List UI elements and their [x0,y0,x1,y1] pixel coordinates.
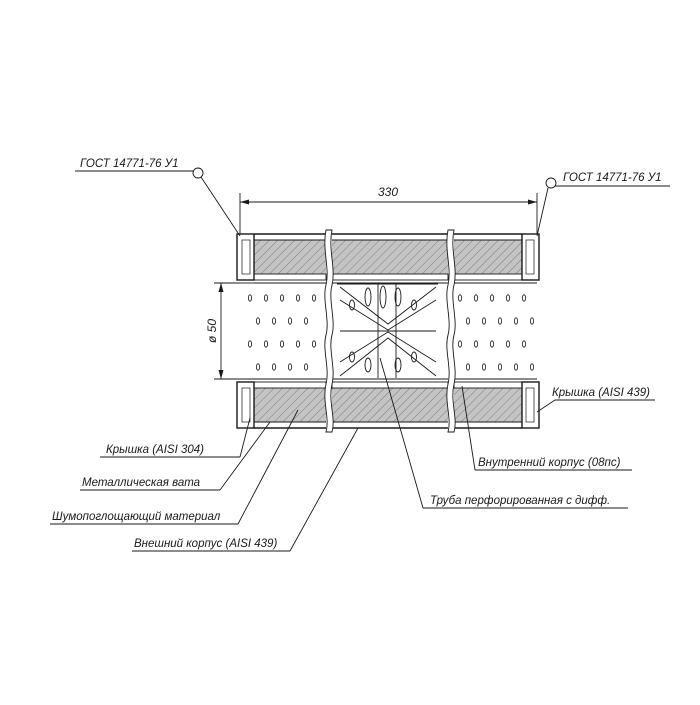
perforation-hole [465,363,470,371]
outer-body-top [240,233,537,284]
perforation-hole [505,340,510,348]
length-dimension-value: 330 [378,185,398,199]
leader-cap-right: Крышка (AISI 439) [536,387,655,413]
outer-body-label: Внешний корпус (AISI 439) [134,538,277,550]
sound-absorbing-label: Шумопоглощающий материал [52,511,221,523]
perforation-hole [514,317,519,325]
leader-sound-absorbing: Шумопоглощающий материал [50,409,299,525]
cap-left [236,233,255,429]
perforation-hole [473,340,478,348]
perforation-hole [279,294,284,302]
leader-outer-body: Внешний корпус (AISI 439) [132,427,359,552]
gost-right-label: ГОСТ 14771-76 У1 [563,172,662,184]
inner-body-label: Внутренний корпус (08пс) [478,457,621,469]
perforation-hole [522,294,527,302]
perforated-pipe [247,294,535,371]
perforation-hole [279,340,284,348]
perforation-hole [514,363,519,371]
leader-gost-left: ГОСТ 14771-76 У1 [75,158,241,237]
cap-left-label: Крышка (AISI 304) [106,444,204,456]
perforation-hole [295,294,300,302]
metal-wool-label: Металлическая вата [82,477,200,489]
perforated-pipe-label: Труба перфорированная с дифф. [430,495,610,507]
perforation-hole [295,340,300,348]
break-lines [324,229,456,433]
perforation-hole [481,317,486,325]
perforation-hole [247,340,252,348]
perforation-hole [303,363,308,371]
perforation-hole [287,363,292,371]
length-dimension: 330 [239,185,538,234]
perforation-hole [497,363,502,371]
gost-left-label: ГОСТ 14771-76 У1 [80,158,179,170]
perforation-hole [303,317,308,325]
perforation-hole [287,317,292,325]
perforation-hole [489,294,494,302]
leader-cap-left: Крышка (AISI 304) [100,417,251,458]
perforation-hole [311,340,316,348]
perforation-hole [271,317,276,325]
perforation-hole [247,294,252,302]
diameter-dimension-value: ø 50 [205,319,219,343]
perforation-hole [530,363,535,371]
perforation-hole [255,363,260,371]
perforation-hole [255,317,260,325]
leader-gost-right: ГОСТ 14771-76 У1 [536,172,670,237]
perforation-hole [473,294,478,302]
diameter-dimension: ø 50 [205,282,240,380]
perforation-hole [530,317,535,325]
leader-metal-wool: Металлическая вата [80,421,271,491]
perforation-hole [457,340,462,348]
perforation-hole [271,363,276,371]
perforation-hole [505,294,510,302]
diffuser [337,283,438,378]
perforation-hole [522,340,527,348]
perforation-hole [497,317,502,325]
leader-inner-body: Внутренний корпус (08пс) [461,385,632,471]
leader-perforated-pipe: Труба перфорированная с дифф. [379,357,628,509]
cap-right [521,233,540,429]
cap-right-label: Крышка (AISI 439) [552,387,650,399]
perforation-hole [457,294,462,302]
perforation-hole [263,294,268,302]
perforation-hole [481,363,486,371]
perforation-hole [311,294,316,302]
perforation-hole [263,340,268,348]
perforation-hole [489,340,494,348]
perforation-hole [465,317,470,325]
